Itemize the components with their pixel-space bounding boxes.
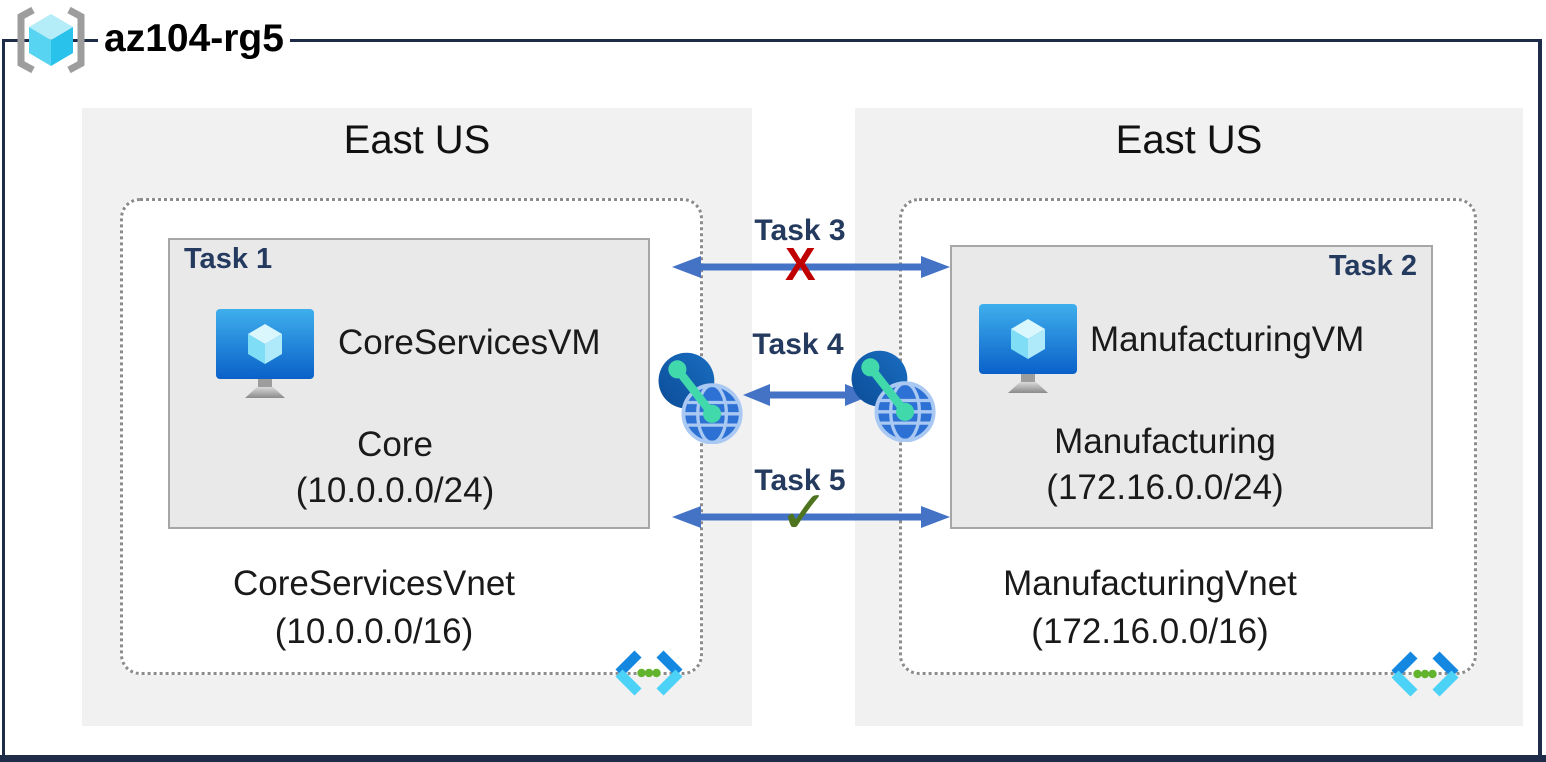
task3-label: Task 3 (754, 214, 846, 247)
region-location-right: East US (1115, 118, 1263, 162)
bidirectional-arrow-task3 (672, 256, 950, 278)
frame-border-left (2, 39, 5, 756)
resource-group-icon (17, 6, 85, 74)
subnet-label-left: Core (10.0.0.0/24) (155, 422, 635, 514)
task1-label: Task 1 (184, 243, 273, 275)
vnet-label-left: CoreServicesVnet (10.0.0.0/16) (134, 560, 614, 656)
frame-border-right (1538, 39, 1542, 756)
vnet-label-right: ManufacturingVnet (172.16.0.0/16) (910, 560, 1390, 656)
vnet-cidr: (172.16.0.0/16) (1031, 612, 1269, 651)
vm-name-right: ManufacturingVM (1090, 320, 1365, 359)
vnet-icon (1391, 651, 1459, 697)
vnet-peering-icon (658, 352, 743, 444)
vnet-icon (615, 650, 683, 696)
task2-label: Task 2 (1328, 250, 1417, 282)
subnet-box-core (168, 238, 650, 529)
vm-name-left: CoreServicesVM (338, 323, 601, 362)
subnet-name: Manufacturing (1054, 422, 1276, 461)
diagram-title: az104-rg5 (98, 16, 290, 62)
frame-border-bottom (0, 755, 1546, 762)
blocked-x-marker: X (785, 238, 816, 290)
subnet-name: Core (357, 425, 433, 464)
frame-border-top (2, 39, 1542, 42)
vm-icon (216, 309, 314, 398)
vnet-cidr: (10.0.0.0/16) (274, 612, 474, 651)
vnet-name: ManufacturingVnet (1003, 564, 1297, 603)
vnet-peering-icon (851, 350, 936, 442)
subnet-label-right: Manufacturing (172.16.0.0/24) (925, 419, 1405, 511)
bidirectional-arrow-task5 (672, 506, 950, 528)
vm-icon (979, 304, 1077, 393)
region-location-left: East US (343, 118, 491, 162)
task4-label: Task 4 (752, 328, 844, 361)
subnet-cidr: (172.16.0.0/24) (1046, 468, 1284, 507)
subnet-cidr: (10.0.0.0/24) (295, 471, 495, 510)
vnet-name: CoreServicesVnet (232, 564, 516, 603)
task5-label: Task 5 (754, 464, 846, 497)
allowed-check-marker: ✓ (779, 479, 830, 546)
